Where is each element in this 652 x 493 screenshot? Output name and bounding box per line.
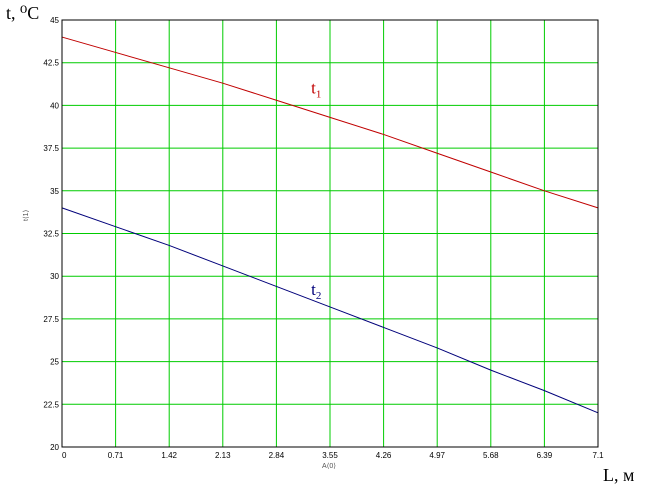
y-tick-label: 32.5	[43, 230, 59, 239]
plot-border	[61, 19, 599, 448]
x-tick-labels: 0 0.71 1.42 2.13 2.84 3.55 4.26 4.97 5.68 6.39 7.1	[62, 451, 604, 460]
y-tick-label: 25	[50, 358, 59, 367]
series-lines	[61, 36, 599, 414]
series-label-t2: t2	[311, 280, 321, 302]
x-axis-variable: A⟨0⟩	[322, 462, 336, 470]
y-tick-label: 42.5	[43, 59, 59, 68]
x-axis-label: L, м	[603, 465, 634, 485]
x-tick-label: 0.71	[108, 451, 124, 460]
x-tick-label: 4.97	[429, 451, 445, 460]
series-line-t1	[61, 36, 599, 209]
plot-frame	[61, 19, 599, 448]
x-tick-label: 0	[62, 451, 67, 460]
y-tick-label: 30	[50, 272, 59, 281]
x-tick-label: 4.26	[376, 451, 392, 460]
y-tick-labels: 20 22.5 25 27.5 30 32.5 35 37.5 40 42.5 45	[43, 16, 59, 452]
y-tick-label: 37.5	[43, 144, 59, 153]
series-labels: t1 t2	[311, 78, 321, 302]
x-tick-label: 3.55	[322, 451, 338, 460]
x-tick-label: 7.1	[592, 451, 604, 460]
y-tick-label: 27.5	[43, 315, 59, 324]
y-axis-variable: t⟨1⟩	[22, 209, 30, 221]
x-tick-label: 2.84	[269, 451, 285, 460]
y-tick-label: 22.5	[43, 400, 59, 409]
x-tick-label: 5.68	[483, 451, 499, 460]
grid-lines	[61, 19, 599, 448]
y-tick-label: 35	[50, 187, 59, 196]
y-axis-label: t, ⁰C	[6, 3, 39, 23]
x-tick-label: 1.42	[161, 451, 177, 460]
series-label-t1: t1	[311, 78, 321, 100]
series-line-t2	[61, 207, 599, 414]
x-tick-label: 6.39	[537, 451, 553, 460]
axis-labels: t, ⁰C L, м t⟨1⟩ A⟨0⟩	[6, 3, 634, 485]
y-tick-label: 20	[50, 443, 59, 452]
y-tick-label: 40	[50, 101, 59, 110]
y-tick-label: 45	[50, 16, 59, 25]
x-tick-label: 2.13	[215, 451, 231, 460]
